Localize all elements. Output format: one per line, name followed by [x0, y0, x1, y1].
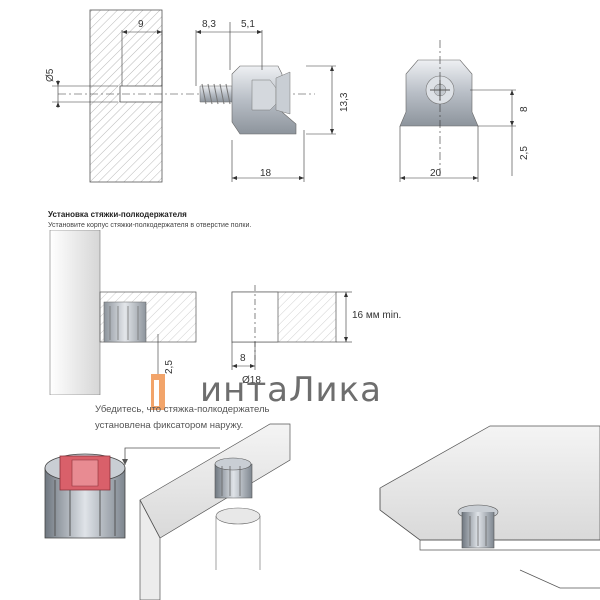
dim-thread: 5,1	[241, 19, 255, 30]
brand-logo-mark	[151, 374, 165, 410]
dim-front-offset: 2,5	[519, 146, 530, 160]
install-note-line-2: установлена фиксатором наружу.	[95, 420, 244, 431]
top-technical-drawing: 9 8,3 5,1 Ø5 13,3 18 8 2,5 20	[45, 9, 530, 183]
dim-front-width: 20	[430, 168, 442, 179]
install-note-line-1: Убедитесь, что стяжка-полкодержатель	[95, 404, 270, 415]
housing-installed-right	[457, 504, 499, 549]
dim-height: 13,3	[339, 92, 350, 112]
dim-front-height: 8	[519, 106, 530, 112]
dim-length: 18	[260, 168, 272, 179]
dim-section-offset: 2,5	[164, 360, 175, 374]
shelf-board-right	[379, 425, 600, 589]
bottom-illustrations	[44, 423, 600, 600]
install-note: Убедитесь, что стяжка-полкодержатель уст…	[95, 402, 269, 434]
shelf-section-drawing: 16 мм min. 2,5 8 Ø18	[49, 230, 401, 395]
side-panel	[49, 230, 101, 395]
housing-detail-large	[44, 453, 126, 539]
shelf-board-left	[139, 423, 291, 600]
housing-small	[214, 457, 253, 499]
section-title: Установка стяжки-полкодержателя	[48, 210, 187, 219]
section-subtitle: Установите корпус стяжки-полкодержателя …	[48, 222, 252, 229]
dim-bore: Ø18	[242, 375, 261, 386]
dim-flange: 8,3	[202, 19, 216, 30]
dim-min-thickness: 16 мм min.	[352, 310, 401, 321]
dim-hole-depth: 9	[138, 19, 144, 30]
screw-side-view	[199, 65, 297, 135]
brand-name: интаЛика	[200, 370, 383, 410]
installed-housing	[103, 301, 147, 343]
dim-edge: 8	[240, 353, 246, 364]
screw-front-view	[399, 59, 479, 127]
dim-diameter: Ø5	[45, 68, 56, 82]
